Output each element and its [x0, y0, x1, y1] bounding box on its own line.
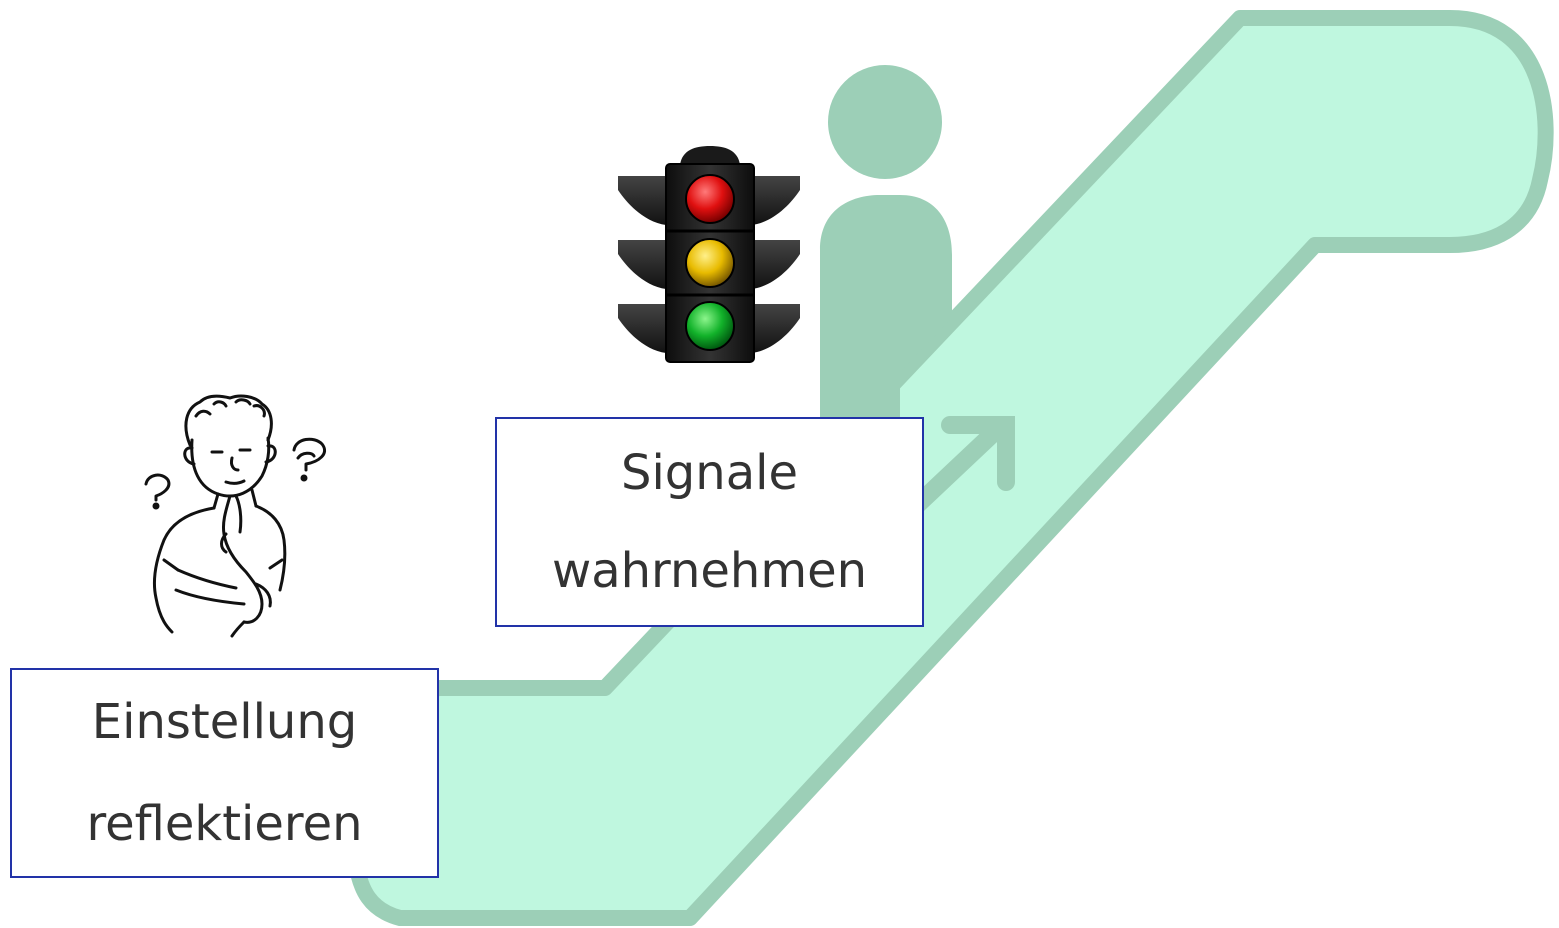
traffic-light-green: [685, 301, 735, 351]
step-label-line: reflektieren: [86, 796, 363, 852]
escalator-passenger-head: [828, 65, 942, 179]
traffic-light-red: [685, 174, 735, 224]
step-box-signale-wahrnehmen: Signale wahrnehmen: [495, 417, 924, 627]
step-label-line: Signale: [621, 445, 798, 501]
escalator-passenger-body: [820, 195, 952, 420]
step-label-line: wahrnehmen: [551, 543, 868, 599]
traffic-light-yellow: [685, 238, 735, 288]
step-label-line: Einstellung: [91, 694, 358, 750]
step-box-einstellung-reflektieren: Einstellung reflektieren: [10, 668, 439, 878]
